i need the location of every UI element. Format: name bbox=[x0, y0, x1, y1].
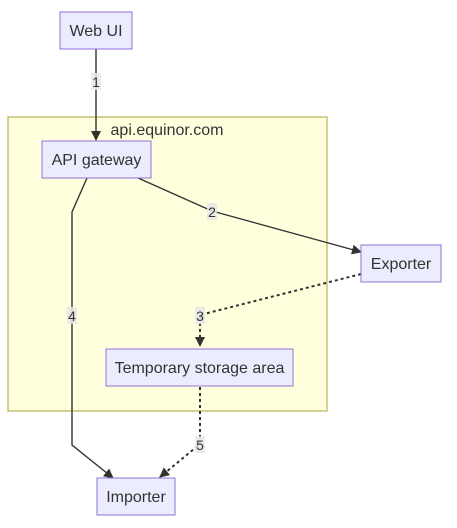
edge-label-4: 4 bbox=[67, 307, 77, 324]
node-exporter: Exporter bbox=[360, 244, 442, 283]
node-importer: Importer bbox=[96, 477, 176, 516]
edge-label-3: 3 bbox=[195, 307, 205, 324]
svg-text:Web UI: Web UI bbox=[69, 23, 122, 40]
svg-text:3: 3 bbox=[196, 308, 204, 324]
svg-text:1: 1 bbox=[92, 74, 100, 90]
svg-text:5: 5 bbox=[196, 437, 204, 453]
svg-text:Importer: Importer bbox=[106, 489, 166, 506]
edge-label-2: 2 bbox=[207, 203, 217, 220]
svg-text:4: 4 bbox=[68, 308, 76, 324]
svg-text:Temporary storage area: Temporary storage area bbox=[115, 360, 285, 377]
svg-text:2: 2 bbox=[208, 204, 216, 220]
svg-text:Exporter: Exporter bbox=[371, 256, 432, 273]
edge-label-5: 5 bbox=[195, 436, 205, 453]
cluster-label: api.equinor.com bbox=[111, 122, 224, 139]
node-api-gateway: API gateway bbox=[41, 140, 152, 179]
node-web-ui: Web UI bbox=[59, 11, 133, 50]
edge-label-1: 1 bbox=[91, 73, 101, 90]
node-temporary-storage-area: Temporary storage area bbox=[105, 348, 294, 387]
edge-labels: 1 2 3 4 5 bbox=[67, 73, 217, 453]
svg-text:API gateway: API gateway bbox=[52, 152, 142, 169]
edge-gateway-to-importer bbox=[71, 177, 114, 479]
edge-exporter-to-storage bbox=[195, 273, 362, 347]
